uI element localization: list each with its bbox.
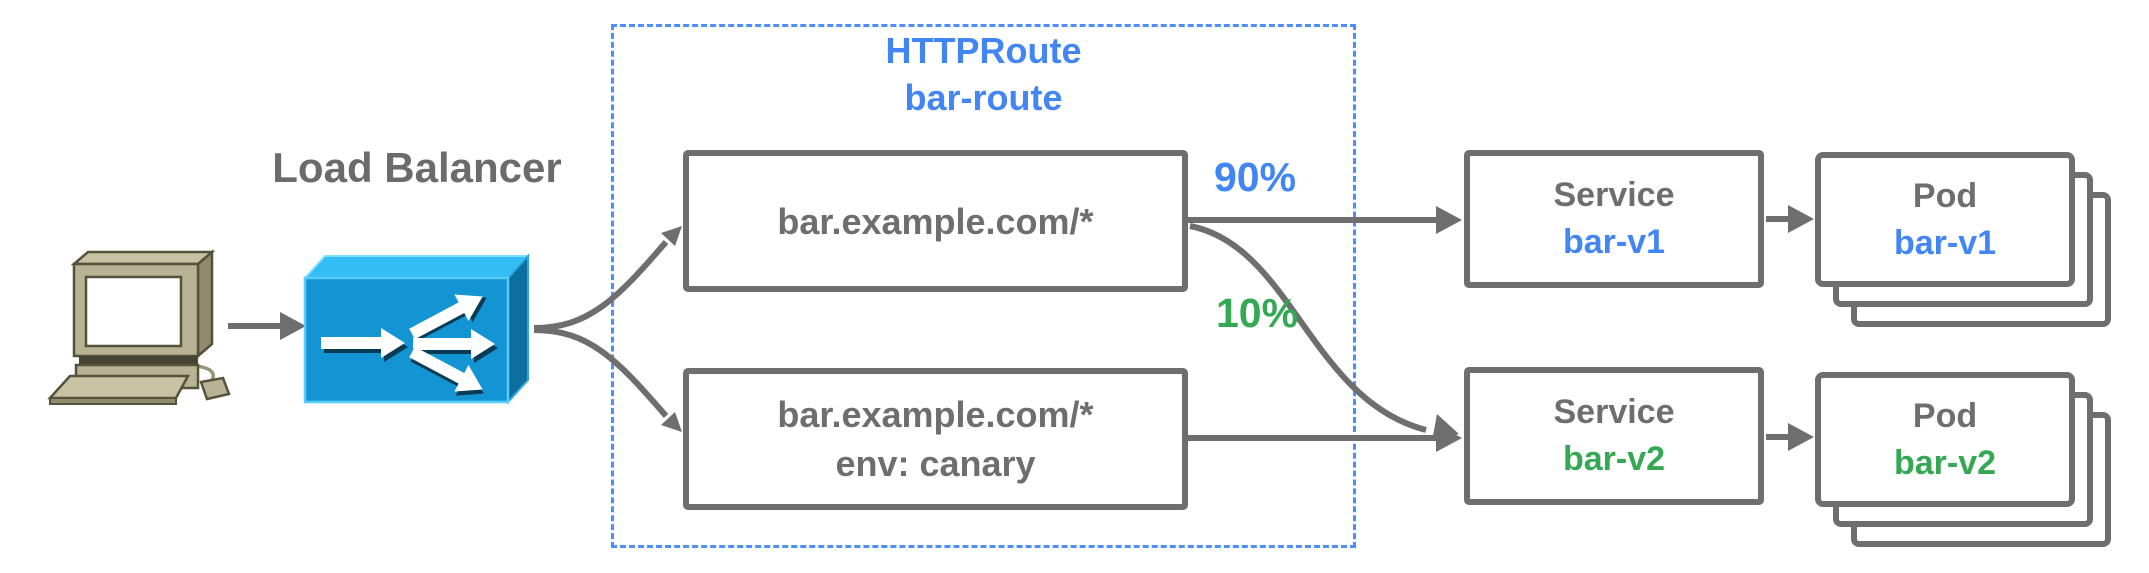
load-balancer-icon [302,253,531,405]
httproute-kind-label: HTTPRoute [885,30,1082,71]
pod1-name-label: bar-v1 [1893,223,1997,262]
desktop-computer-icon [47,249,231,405]
pod2-kind-label: Pod [1912,396,1978,435]
rule-canary-host-label: bar.example.com/* [777,394,1094,435]
rule2-to-service2-arrow [1188,424,1462,452]
service1-name-label: bar-v1 [1562,223,1666,261]
pod-box-bar-v2: Pod bar-v2 [1815,372,2075,507]
service1-kind-label: Service [1553,176,1675,214]
rule-box-main: bar.example.com/* [683,150,1188,292]
weight-label-90: 90% [1213,154,1297,200]
service-box-bar-v1: Service bar-v1 [1464,150,1764,288]
rule-box-canary: bar.example.com/* env: canary [683,368,1188,510]
lb-fanout-arrows-glyph [321,294,498,396]
weight-label-10: 10% [1215,290,1299,336]
pod-stack-bar-v2: Pod bar-v2 [1815,372,2115,552]
pod-stack-bar-v1: Pod bar-v1 [1815,152,2115,332]
httproute-name-label: bar-route [904,77,1063,118]
lb-to-rule1-curve [533,226,682,331]
service2-to-pod2-arrow [1766,423,1814,451]
service1-to-pod1-arrow [1766,205,1814,233]
rule1-to-service1-arrow [1188,206,1462,234]
lb-to-rule2-curve [533,327,682,432]
service2-name-label: bar-v2 [1562,440,1666,478]
httproute-dashed-group-box [611,24,1356,548]
load-balancer-label: Load Balancer [272,144,562,191]
service-box-bar-v2: Service bar-v2 [1464,367,1764,505]
service2-kind-label: Service [1553,393,1675,431]
rule-canary-header-label: env: canary [835,443,1036,484]
httproute-title: HTTPRoute bar-route [611,27,1356,121]
pod1-kind-label: Pod [1912,176,1978,215]
client-to-lb-arrow [228,312,306,340]
rule-main-host-label: bar.example.com/* [777,200,1094,242]
pod2-name-label: bar-v2 [1893,443,1997,482]
pod-box-bar-v1: Pod bar-v1 [1815,152,2075,287]
